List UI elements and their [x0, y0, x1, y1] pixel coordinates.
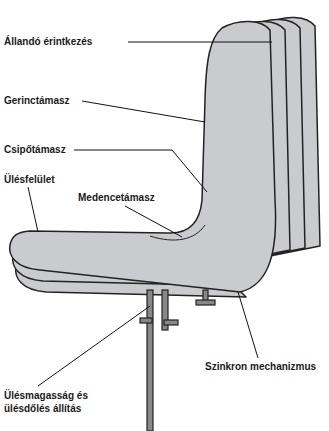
- part-label: Csipőtámasz: [4, 144, 66, 157]
- part-label: Állandó érintkezés: [4, 36, 92, 49]
- seat-shell: [10, 21, 276, 292]
- part-label: Ülésfelület: [4, 174, 55, 187]
- part-label: Medencetámasz: [78, 192, 155, 205]
- part-label: Szinkron mechanizmus: [205, 361, 316, 374]
- leader-lines: [28, 42, 272, 386]
- base-mechanism: [140, 290, 215, 431]
- leader-line: [74, 150, 207, 192]
- leader-line: [238, 292, 258, 358]
- pelvis-crease: [150, 225, 205, 240]
- leader-line: [125, 206, 182, 237]
- leader-line: [38, 306, 150, 386]
- chair: [10, 17, 320, 297]
- leader-line: [82, 101, 205, 122]
- part-label: Ülésmagasság és ülésdőlés állítás: [4, 390, 114, 415]
- lever: [164, 320, 178, 325]
- column: [147, 290, 153, 431]
- lever: [140, 318, 152, 323]
- leader-line: [28, 187, 38, 232]
- knob: [196, 300, 215, 305]
- leader-line: [128, 42, 272, 43]
- part-label: Gerinctámasz: [4, 95, 70, 108]
